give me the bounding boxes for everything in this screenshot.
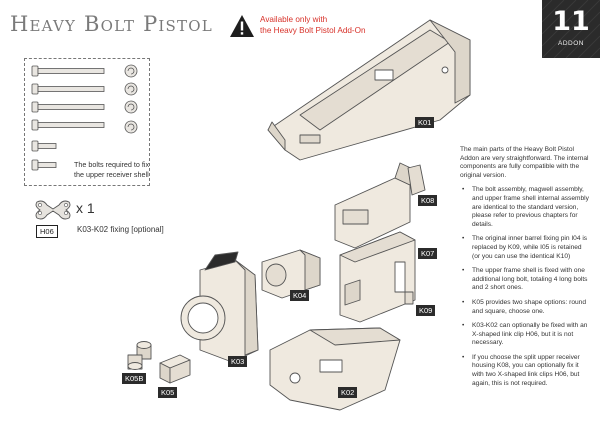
part-tag-k03: K03	[228, 356, 248, 367]
frame-k07	[339, 231, 416, 323]
list-item: K05 provides two shape options: round an…	[460, 299, 590, 316]
long-bolt-icon	[31, 82, 138, 96]
intro-paragraph: The main parts of the Heavy Bolt Pistol …	[460, 146, 589, 179]
round-knob-k05b	[127, 341, 152, 370]
long-bolt-icon	[31, 64, 138, 78]
list-item: The original inner barrel fixing pin I04…	[460, 235, 590, 261]
split-housing-k08	[334, 162, 426, 249]
part-tag-k05b: K05B	[122, 373, 147, 384]
bolts-caption-line-2: the upper receiver shell	[74, 169, 149, 179]
part-tag-k07: K07	[418, 248, 438, 259]
part-tag-k09: K09	[416, 305, 436, 316]
bolts-caption: The bolts required to fix the upper rece…	[74, 160, 149, 179]
warning-icon	[230, 15, 254, 37]
instruction-list: The bolt assembly, magwell assembly, and…	[460, 186, 590, 388]
square-knob-k05	[159, 354, 191, 384]
part-tag-k05: K05	[158, 387, 178, 398]
chapter-badge: 11 ADDON	[542, 0, 600, 58]
clip-count: x 1	[76, 200, 95, 216]
instructions-text: The main parts of the Heavy Bolt Pistol …	[460, 146, 590, 394]
list-item: If you choose the split upper receiver h…	[460, 354, 590, 388]
short-bolt-icon	[31, 140, 57, 152]
upper-receiver-k01	[267, 19, 471, 161]
part-tag-k02: K02	[338, 387, 358, 398]
part-tag-k08: K08	[418, 195, 438, 206]
x-link-clip-icon	[35, 200, 71, 220]
list-item: K03-K02 can optionally be fixed with an …	[460, 322, 590, 348]
chapter-label: ADDON	[558, 40, 584, 47]
long-bolt-icon	[31, 100, 138, 114]
short-bolt-icon	[31, 159, 57, 171]
lower-housing-k02	[269, 327, 401, 411]
part-tag-k04: K04	[290, 290, 310, 301]
list-item: The bolt assembly, magwell assembly, and…	[460, 186, 590, 229]
chapter-number: 11	[552, 6, 590, 37]
bolts-panel	[24, 58, 150, 186]
addon-warning: Available only with the Heavy Bolt Pisto…	[260, 14, 366, 36]
warning-line-1: Available only with	[260, 15, 328, 24]
bolts-caption-line-1: The bolts required to fix	[74, 160, 150, 169]
list-item: The upper frame shell is fixed with one …	[460, 267, 590, 293]
clip-caption: K03-K02 fixing [optional]	[77, 225, 164, 234]
rear-block-k04	[261, 249, 321, 299]
warning-line-2: the Heavy Bolt Pistol Add-On	[260, 26, 366, 35]
badge-hatch-pattern	[542, 0, 600, 58]
part-tag-k01: K01	[415, 117, 435, 128]
part-tag-h06: H06	[36, 225, 58, 238]
page-title: Heavy Bolt Pistol	[10, 12, 213, 36]
pin-k09	[404, 291, 414, 305]
barrel-shroud-k03	[180, 251, 259, 363]
long-bolt-icon	[31, 119, 138, 134]
